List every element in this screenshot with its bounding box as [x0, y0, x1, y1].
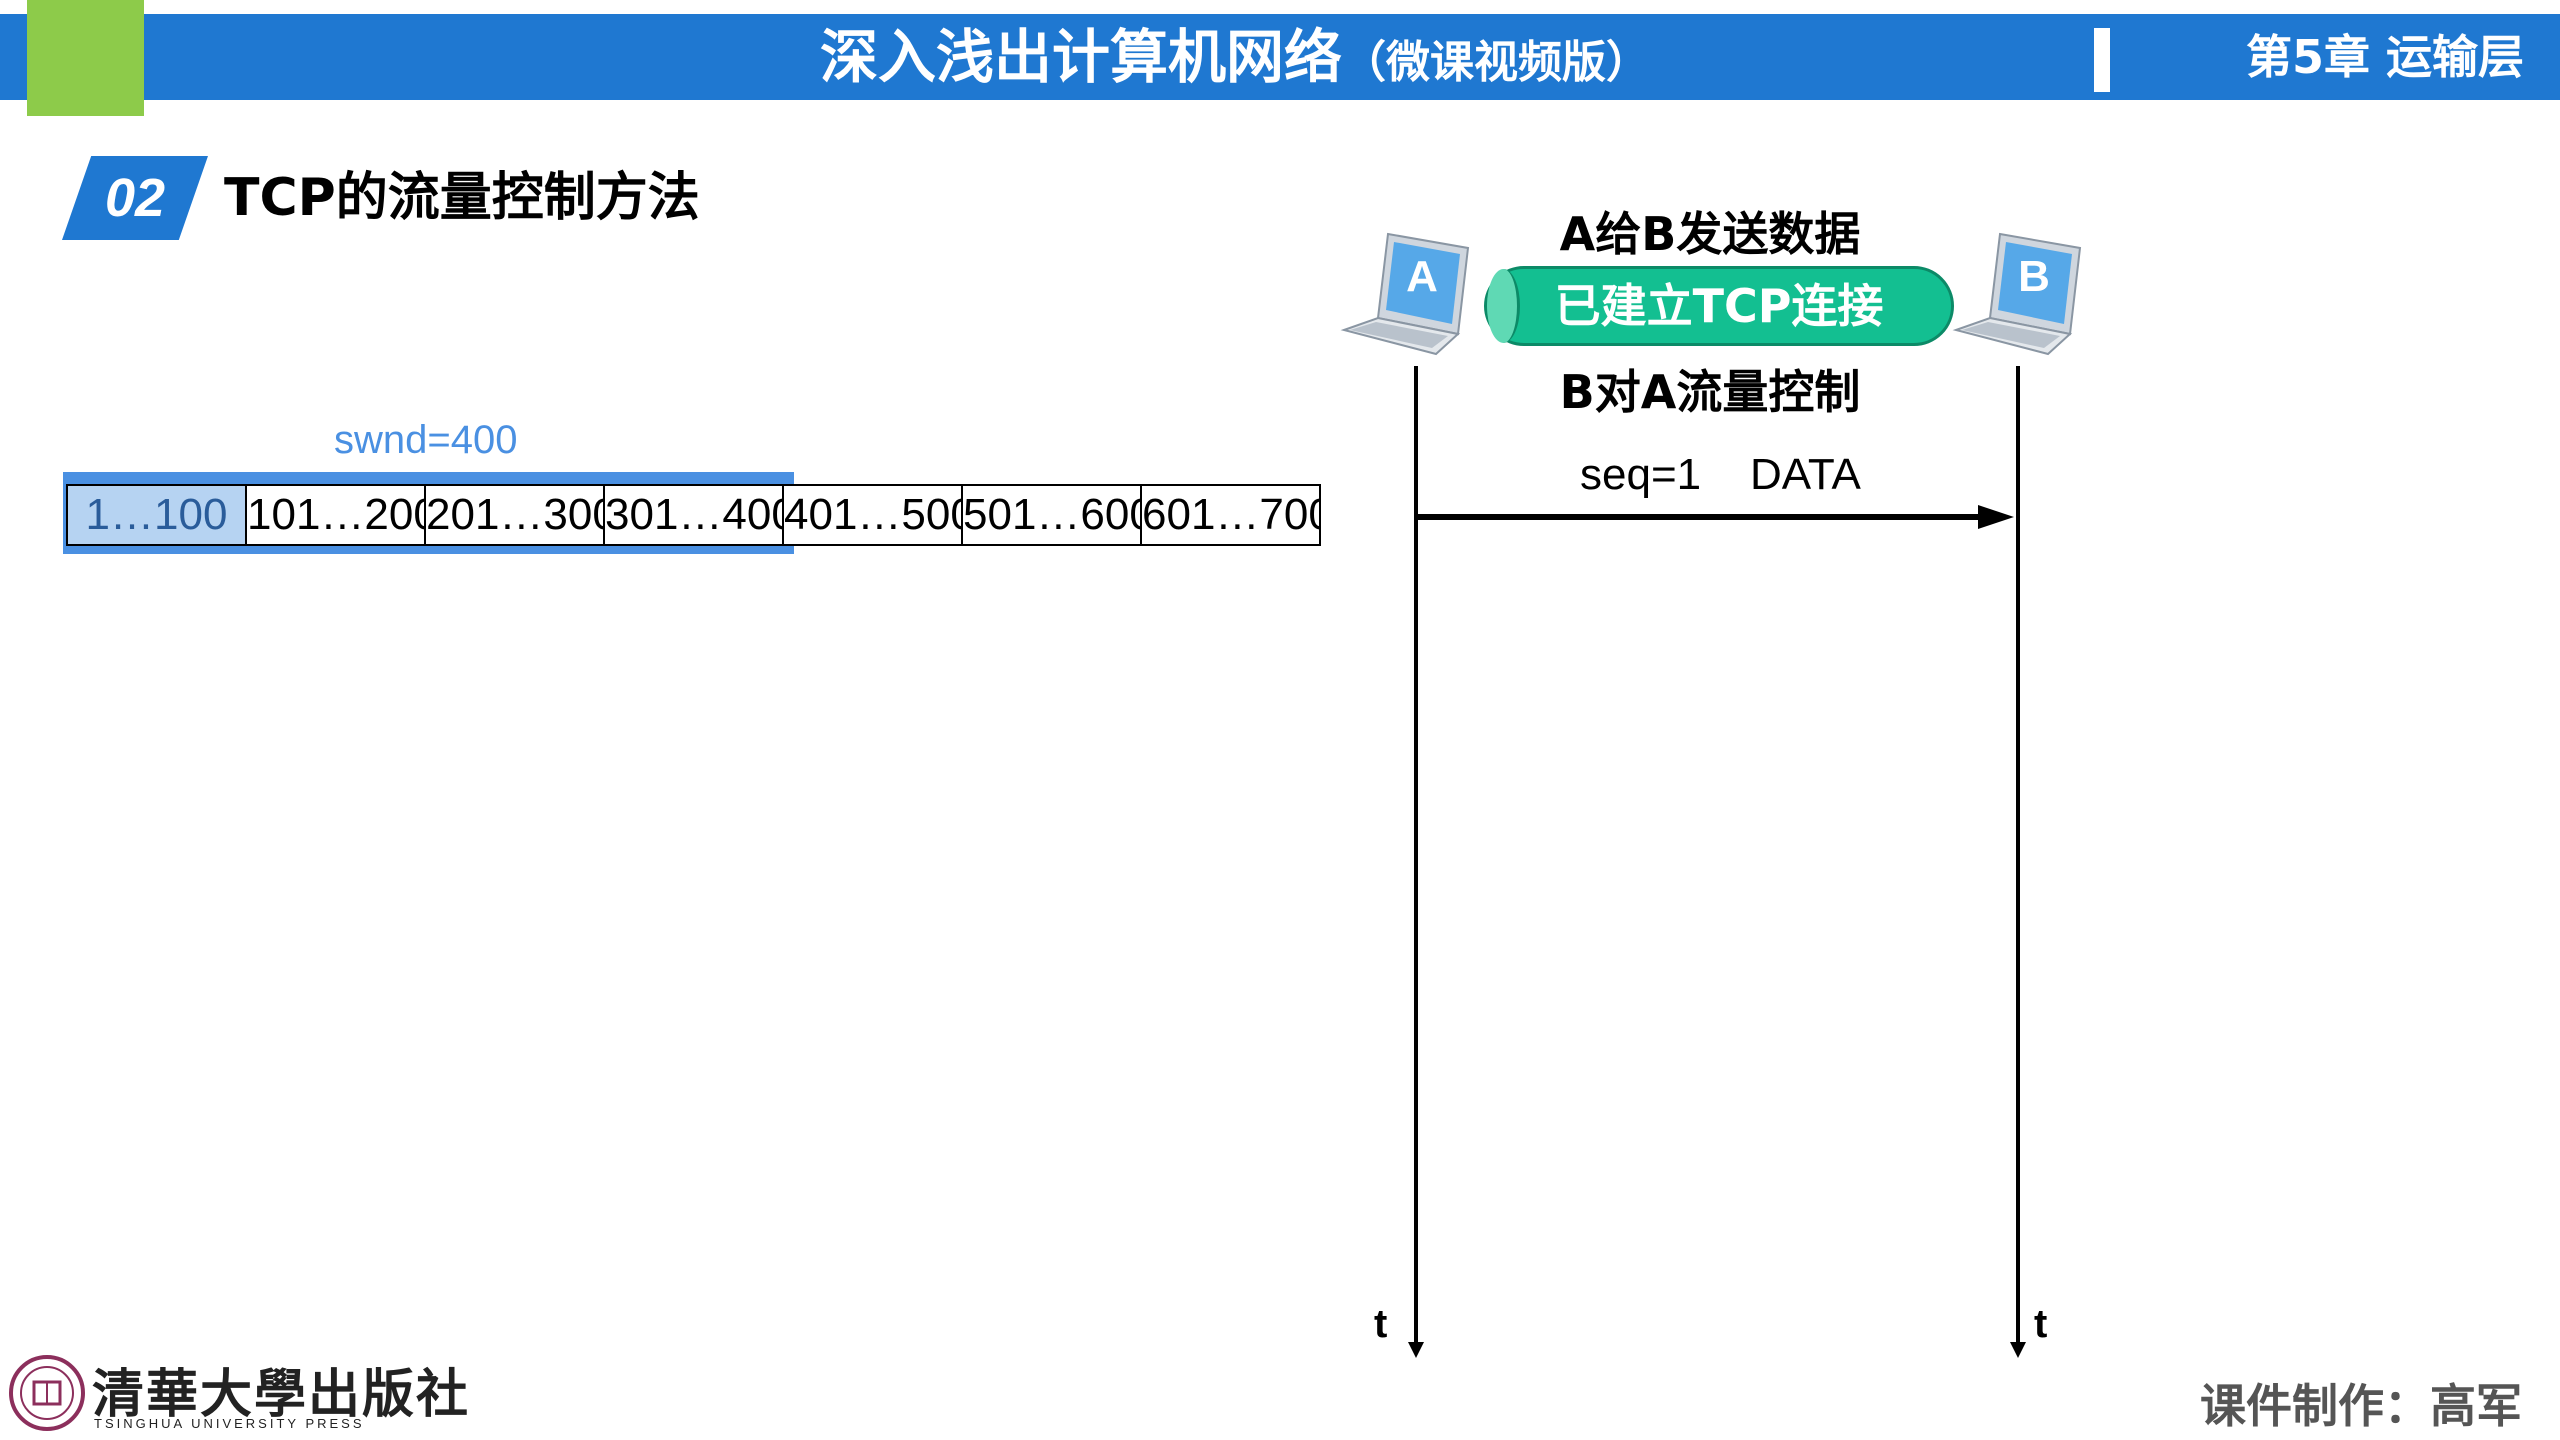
tsinghua-press-logo-icon [8, 1354, 86, 1432]
timeline-b [2016, 366, 2020, 1346]
host-a-label: A [1406, 252, 1438, 301]
timeline-a [1414, 366, 1418, 1346]
segment-cell: 101…200 [245, 484, 426, 546]
data-message-arrowhead-icon [1978, 505, 2014, 529]
section-number: 02 [104, 168, 166, 228]
time-label-b: t [2034, 1302, 2048, 1346]
segment-cell: 501…600 [961, 484, 1142, 546]
segment-cell: 201…300 [424, 484, 605, 546]
timeline-b-arrow-icon [2010, 1342, 2026, 1358]
sequence-row: 1…100 101…200 201…300 301…400 401…500 50… [66, 484, 1321, 546]
segment-cell: 601…700 [1140, 484, 1321, 546]
data-message-arrow [1416, 514, 1986, 520]
course-title-subtitle: （微课视频版） [1342, 37, 1651, 88]
flow-control-caption: B对A流量控制 [1559, 365, 1861, 419]
timeline-a-arrow-icon [1408, 1342, 1424, 1358]
laptop-b-icon: B [1952, 226, 2092, 366]
tcp-connection-label: 已建立TCP连接 [1554, 279, 1884, 333]
header-divider [2094, 28, 2110, 92]
header-accent-block [27, 0, 144, 116]
send-caption: A给B发送数据 [1559, 207, 1861, 261]
message-type-label: DATA [1750, 450, 1861, 499]
section-title: TCP的流量控制方法 [224, 168, 700, 228]
segment-cell: 301…400 [603, 484, 784, 546]
host-b-label: B [2018, 252, 2050, 301]
time-label-a: t [1374, 1302, 1388, 1346]
laptop-a-icon: A [1340, 226, 1480, 366]
swnd-label: swnd=400 [334, 418, 518, 462]
header-bar [0, 14, 2560, 100]
chapter-label: 第5章 运输层 [2246, 30, 2525, 84]
course-title-main: 深入浅出计算机网络 [820, 23, 1343, 91]
publisher-name: 清華大學出版社 [92, 1364, 471, 1425]
course-title: 深入浅出计算机网络（微课视频版） [820, 14, 1650, 100]
publisher-english-name: TSINGHUA UNIVERSITY PRESS [94, 1416, 365, 1431]
tcp-connection-pipe [1484, 266, 1954, 346]
segment-cell: 1…100 [66, 484, 247, 546]
author-credit: 课件制作：高军 [2200, 1379, 2522, 1433]
message-seq-label: seq=1 [1580, 450, 1702, 499]
segment-cell: 401…500 [782, 484, 963, 546]
